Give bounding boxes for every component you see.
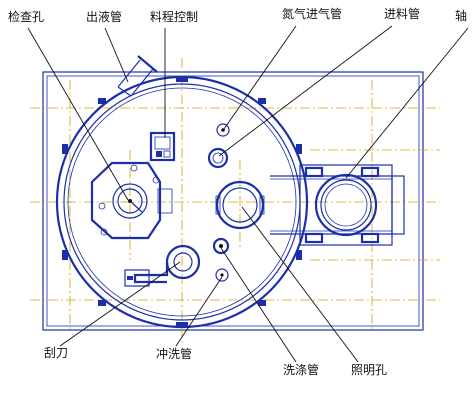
base-plate <box>42 71 424 331</box>
label-lighting-hole: 照明孔 <box>351 363 387 377</box>
label-washing-pipe: 洗涤管 <box>283 362 319 377</box>
washing-pipe-nozzle <box>212 237 230 255</box>
shaft-drive-assembly <box>270 164 405 246</box>
material-control-box <box>149 131 176 162</box>
label-nitrogen-inlet: 氮气进气管 <box>282 6 342 21</box>
label-liquid-outlet: 出液管 <box>86 9 122 24</box>
flange-bolts <box>62 76 302 328</box>
label-shaft: 轴 <box>455 8 467 23</box>
label-inspection-hole: 检查孔 <box>8 9 44 24</box>
label-scraper: 刮刀 <box>44 346 68 360</box>
lighting-hole <box>215 180 265 230</box>
leader-lines <box>27 25 469 363</box>
liquid-outlet-pipe <box>117 55 158 97</box>
nitrogen-inlet-nozzle <box>216 123 230 137</box>
flush-pipe-nozzle <box>215 268 229 282</box>
label-flush-pipe: 冲洗管 <box>156 346 192 361</box>
label-material-control: 料程控制 <box>150 9 198 24</box>
feed-pipe-nozzle <box>207 147 229 169</box>
label-feed-pipe: 进料管 <box>384 6 420 21</box>
scraper-drive <box>124 244 201 287</box>
inspection-hole <box>90 161 173 240</box>
